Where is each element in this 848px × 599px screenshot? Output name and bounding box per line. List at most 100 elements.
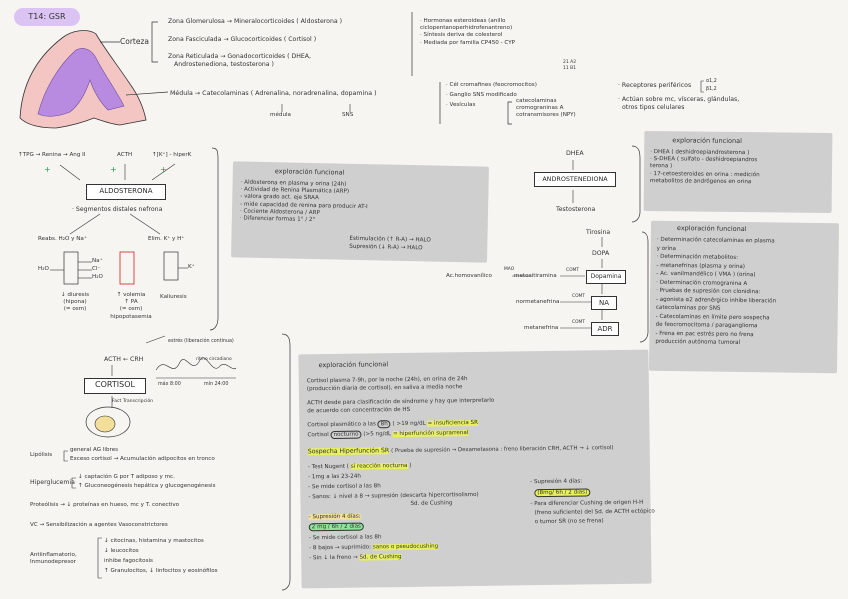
ec-sup-2: - Se mide cortisol a las 8h bbox=[308, 534, 382, 542]
andro-testo: Testosterona bbox=[556, 206, 596, 213]
ec-l3: ACTH desde para clasificación de síndrom… bbox=[307, 397, 495, 407]
aldo-segments: · Segmentos distales nefrona bbox=[72, 206, 163, 213]
ion-k: K⁺ bbox=[188, 264, 195, 270]
ec-l5b: 8h bbox=[377, 420, 391, 429]
anti-3: inhibe fagocitosis bbox=[104, 558, 153, 564]
ec-sup-3b: sanos o pseudocushing bbox=[372, 543, 439, 551]
ec-l6a: Cortisol bbox=[307, 432, 329, 439]
medula-line: Médula → Catecolaminas ( Adrenalina, nor… bbox=[170, 90, 377, 97]
cat-normet: normetanefrina bbox=[516, 299, 560, 305]
vasoconstriccion: VC → Sensibilización a agentes Vasoconst… bbox=[30, 522, 168, 528]
anti-4: ↑ Granulocitos, ↓ linfocitos y eosinófil… bbox=[104, 568, 218, 574]
cortisol-box: CORTISOL bbox=[84, 378, 146, 394]
expl-cat-list: · Determinación catecolaminas en plasma … bbox=[655, 236, 837, 349]
ec-l5d: >19 ng/dL bbox=[396, 420, 426, 428]
andro-dhea: DHEA bbox=[566, 150, 584, 157]
ec-ts1a: - Test Nugent ( bbox=[307, 463, 351, 471]
expl-cort-title: exploración funcional bbox=[318, 360, 389, 370]
cat-adr-box: ADR bbox=[591, 322, 619, 336]
ec-sup-3a: - 8 bajos → suprimido: bbox=[309, 544, 372, 552]
adrenal-gland-medulla bbox=[37, 48, 125, 117]
cap1-b: (hipona) bbox=[63, 299, 87, 306]
ec-sup-1-text: 2 mg / 6h / 2 días bbox=[308, 522, 364, 532]
ec-ts4b: Sd. de Cushing bbox=[410, 500, 453, 507]
cat-na-box: NA bbox=[591, 296, 617, 310]
ec-l4: de acuerdo con concentración de HS bbox=[307, 406, 411, 415]
aldo-trigger-2: ACTH bbox=[117, 152, 133, 158]
cat-comt-1: COMT bbox=[566, 268, 579, 273]
aldo-elim: Elim. K⁺ y H⁺ bbox=[148, 236, 185, 242]
h2o-label: H₂O bbox=[38, 266, 49, 272]
ec-sup-t: - Supresión 4 días: bbox=[308, 513, 361, 521]
zona-fasciculada: Zona Fasciculada → Glucocorticoides ( Co… bbox=[168, 36, 317, 43]
ec-l6c: (>5 ng/dL bbox=[363, 431, 392, 438]
vesiculas-list: catecolaminas cromograninas A cotransmis… bbox=[516, 98, 606, 120]
ec-sup2-1-text: (8mg/ 6h / 2 días) bbox=[534, 488, 591, 498]
ec-ts1: - Test Nugent ( sí reacción nocturna ) bbox=[308, 463, 412, 471]
ec-sup-4a: - Sin ↓ la freno → bbox=[309, 554, 358, 562]
ec-ts4: - Sanos: ↓ nivel a 8 → supresión (descar… bbox=[308, 491, 479, 501]
ec-l2: (producción diaria de cortisol), en sali… bbox=[306, 384, 463, 393]
svg-text:+: + bbox=[110, 165, 117, 174]
anti-2: ↓ leucocitos bbox=[104, 548, 139, 554]
ves-item-1: catecolaminas bbox=[516, 98, 557, 104]
ves-item-2: cromograninas A bbox=[516, 105, 564, 112]
ion-h2o: H₂O bbox=[92, 274, 103, 280]
ec-sup-title: - Supresión 4 días: bbox=[308, 513, 361, 522]
ves-item-3: cotransmisores (NPY) bbox=[516, 112, 576, 119]
corteza-note-2: ciclopentanoperhidrofenantreno) bbox=[420, 25, 513, 32]
ec-sup2-2: - Para diferenciar Cushing de origen H-H bbox=[530, 499, 644, 508]
ec-sup2-1: (8mg/ 6h / 2 días) bbox=[534, 488, 591, 498]
anti-list: ↓ citocinas, histamina y mastocitos ↓ le… bbox=[104, 536, 284, 576]
expl-andro-list: · DHEA ( deshidroepiandrosterona ) · S-D… bbox=[650, 149, 830, 187]
ec-sosp-line: Sospecha Hiperfunción SR ( Prueba de sup… bbox=[307, 444, 614, 457]
med-note-3: · Vesículas bbox=[446, 102, 476, 108]
ec-sup-4b: Sd. de Cushing bbox=[359, 554, 402, 561]
ec-l6d: = hiperfunción suprarrenal bbox=[392, 430, 469, 438]
ec-sup-3: - 8 bajos → suprimido: sanos o pseudocus… bbox=[309, 543, 439, 553]
receptores-beta: β1,2 bbox=[706, 87, 717, 92]
ec-sup-4: - Sin ↓ la freno → Sd. de Cushing bbox=[309, 554, 402, 562]
expl-cat-title: exploración funcional bbox=[676, 224, 747, 234]
hiperglucemia-2: ↑ Gluconeogénesis hepática y glucogenogé… bbox=[78, 483, 216, 489]
lipolisis-label: Lipólisis bbox=[30, 452, 53, 458]
ec-l5e: = insuficiencia SR bbox=[427, 419, 478, 427]
zona-reticulada-2: Androstenediona, testosterona ) bbox=[174, 61, 274, 68]
cat-acido: Ac.homovanílico bbox=[446, 273, 492, 279]
ec-sup2-3: (freno suficiente) del Sd. de ACTH ectóp… bbox=[534, 508, 655, 517]
cortisol-estres: estrés (liberación continua) bbox=[168, 339, 234, 344]
expl-aldo-list: · Aldosterona en plasma y orina (24h) · … bbox=[240, 179, 481, 227]
cat-metoxi: metoxitiramina bbox=[514, 273, 557, 279]
lipolisis-1: general AG libres bbox=[70, 447, 119, 453]
cat-dopa: DOPA bbox=[592, 250, 610, 257]
aldo-cap-2: ↑ volemia ↑ PA (= osm) hipopotasemia bbox=[104, 292, 158, 321]
cap1-c: (= osm) bbox=[63, 306, 87, 313]
cap2-d: hipopotasemia bbox=[110, 313, 152, 320]
expl-aldo-title: exploración funcional bbox=[274, 167, 345, 177]
svg-text:+: + bbox=[160, 165, 167, 174]
aldo-reabs: Reabs. H₂O y Na⁺ bbox=[38, 236, 87, 242]
ec-l5a: Cortisol plasmático a las bbox=[307, 421, 376, 429]
ec-sosp-2: ( Prueba de supresión → Dexametasona : f… bbox=[391, 445, 614, 455]
med-note-2: · Ganglio SNS modificado bbox=[446, 92, 517, 98]
ec-sup2-title: - Supresión 4 días: bbox=[530, 478, 583, 486]
corteza-note-4: · Mediada por familia CP450 - CYP bbox=[420, 39, 516, 46]
receptores: · Receptores periféricos bbox=[618, 82, 692, 89]
anti-1: ↓ citocinas, histamina y mastocitos bbox=[104, 538, 204, 544]
ec-l5c: ( bbox=[392, 421, 395, 428]
ec-sup2-4: o tumor SR (no se frena) bbox=[534, 518, 604, 526]
antiinflamatorio: Antiinflamatorio, bbox=[30, 552, 77, 558]
cap1-a: ↓ diuresis bbox=[60, 292, 90, 298]
corteza-label: Corteza bbox=[120, 37, 149, 46]
corteza-notes: · Hormonas esteroideas (anillo ciclopent… bbox=[420, 18, 560, 47]
ec-l5: Cortisol plasmático a las 8h ( >19 ng/dL… bbox=[307, 419, 478, 429]
cyp-2: 11 B1 bbox=[563, 66, 577, 71]
ec-sup-1: 2 mg / 6h / 2 días bbox=[308, 522, 364, 532]
ion-na: Na⁺ bbox=[92, 258, 103, 264]
cat-mao: MAO bbox=[504, 267, 515, 272]
cat-met: metanefrina bbox=[524, 325, 559, 331]
aldo-trigger-1: ↑TPG → Renina → Ang II bbox=[18, 152, 86, 158]
androstenediona-box: ANDROSTENEDIONA bbox=[534, 172, 616, 187]
expl-cat-note: exploración funcional · Determinación ca… bbox=[648, 220, 840, 374]
